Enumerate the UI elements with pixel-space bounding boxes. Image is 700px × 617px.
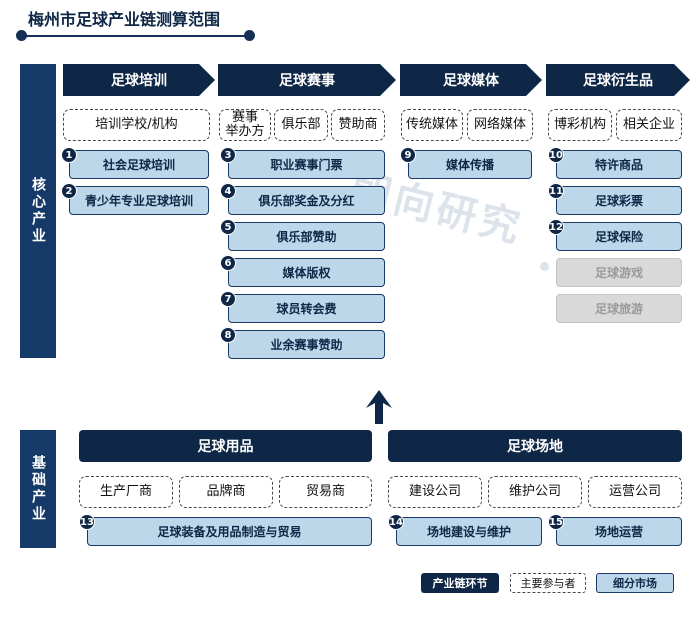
segment-venue-construction: 场地建设与维护	[396, 517, 542, 546]
segment-number: 3	[220, 147, 236, 163]
segment-football-tourism: 足球旅游	[556, 294, 682, 323]
actor-traditional-media: 传统媒体	[401, 109, 463, 141]
chain-football-goods: 足球用品	[79, 430, 372, 462]
up-arrow-icon	[366, 390, 392, 424]
page-title: 梅州市足球产业链测算范围	[28, 10, 221, 29]
segment-club-sponsorship: 俱乐部赞助	[228, 222, 385, 251]
legend-segment: 细分市场	[596, 573, 674, 593]
actor-lottery-agency: 博彩机构	[548, 109, 612, 141]
segment-number: 13	[79, 514, 95, 530]
segment-youth-training: 青少年专业足球培训	[69, 186, 209, 215]
segment-number: 14	[388, 514, 404, 530]
title-underline	[20, 35, 250, 37]
actor-training-school: 培训学校/机构	[63, 109, 210, 141]
segment-licensed-goods: 特许商品	[556, 150, 682, 179]
title-dot-right	[244, 30, 255, 41]
segment-number: 8	[220, 327, 236, 343]
actor-manufacturer: 生产厂商	[79, 476, 173, 508]
segment-number: 9	[400, 147, 416, 163]
segment-football-games: 足球游戏	[556, 258, 682, 287]
segment-football-insurance: 足球保险	[556, 222, 682, 251]
segment-number: 4	[220, 183, 236, 199]
chain-football-training: 足球培训	[63, 64, 215, 96]
segment-number: 7	[220, 291, 236, 307]
segment-social-training: 社会足球培训	[69, 150, 209, 179]
actor-sponsor: 赞助商	[331, 109, 385, 141]
segment-number: 2	[61, 183, 77, 199]
chain-football-media: 足球媒体	[400, 64, 542, 96]
segment-amateur-sponsorship: 业余赛事赞助	[228, 330, 385, 359]
watermark-dot	[540, 262, 549, 271]
chain-football-events: 足球赛事	[218, 64, 396, 96]
segment-media-broadcast: 媒体传播	[408, 150, 532, 179]
segment-number: 10	[548, 147, 564, 163]
actor-related-enterprise: 相关企业	[616, 109, 682, 141]
title-dot-left	[16, 30, 27, 41]
actor-club: 俱乐部	[274, 109, 328, 141]
segment-goods-manufacturing: 足球装备及用品制造与贸易	[87, 517, 372, 546]
segment-venue-operation: 场地运营	[556, 517, 682, 546]
actor-operation-company: 运营公司	[588, 476, 682, 508]
segment-number: 15	[548, 514, 564, 530]
segment-media-rights: 媒体版权	[228, 258, 385, 287]
core-industry-label: 核心产业	[20, 64, 56, 358]
segment-number: 11	[548, 183, 564, 199]
segment-number: 12	[548, 219, 564, 235]
segment-football-lottery: 足球彩票	[556, 186, 682, 215]
segment-number: 1	[61, 147, 77, 163]
actor-maintenance-company: 维护公司	[488, 476, 582, 508]
chain-football-venues: 足球场地	[388, 430, 682, 462]
actor-event-organizer: 赛事 举办方	[219, 109, 271, 141]
legend-chain: 产业链环节	[421, 573, 499, 593]
actor-brand: 品牌商	[179, 476, 273, 508]
chain-football-derivatives: 足球衍生品	[546, 64, 690, 96]
actor-construction-company: 建设公司	[388, 476, 482, 508]
segment-number: 5	[220, 219, 236, 235]
legend-actor: 主要参与者	[510, 573, 586, 593]
segment-pro-tickets: 职业赛事门票	[228, 150, 385, 179]
segment-transfer-fee: 球员转会费	[228, 294, 385, 323]
segment-club-bonus: 俱乐部奖金及分红	[228, 186, 385, 215]
actor-online-media: 网络媒体	[467, 109, 533, 141]
segment-number: 6	[220, 255, 236, 271]
actor-trader: 贸易商	[279, 476, 372, 508]
base-industry-label: 基础产业	[20, 430, 56, 548]
